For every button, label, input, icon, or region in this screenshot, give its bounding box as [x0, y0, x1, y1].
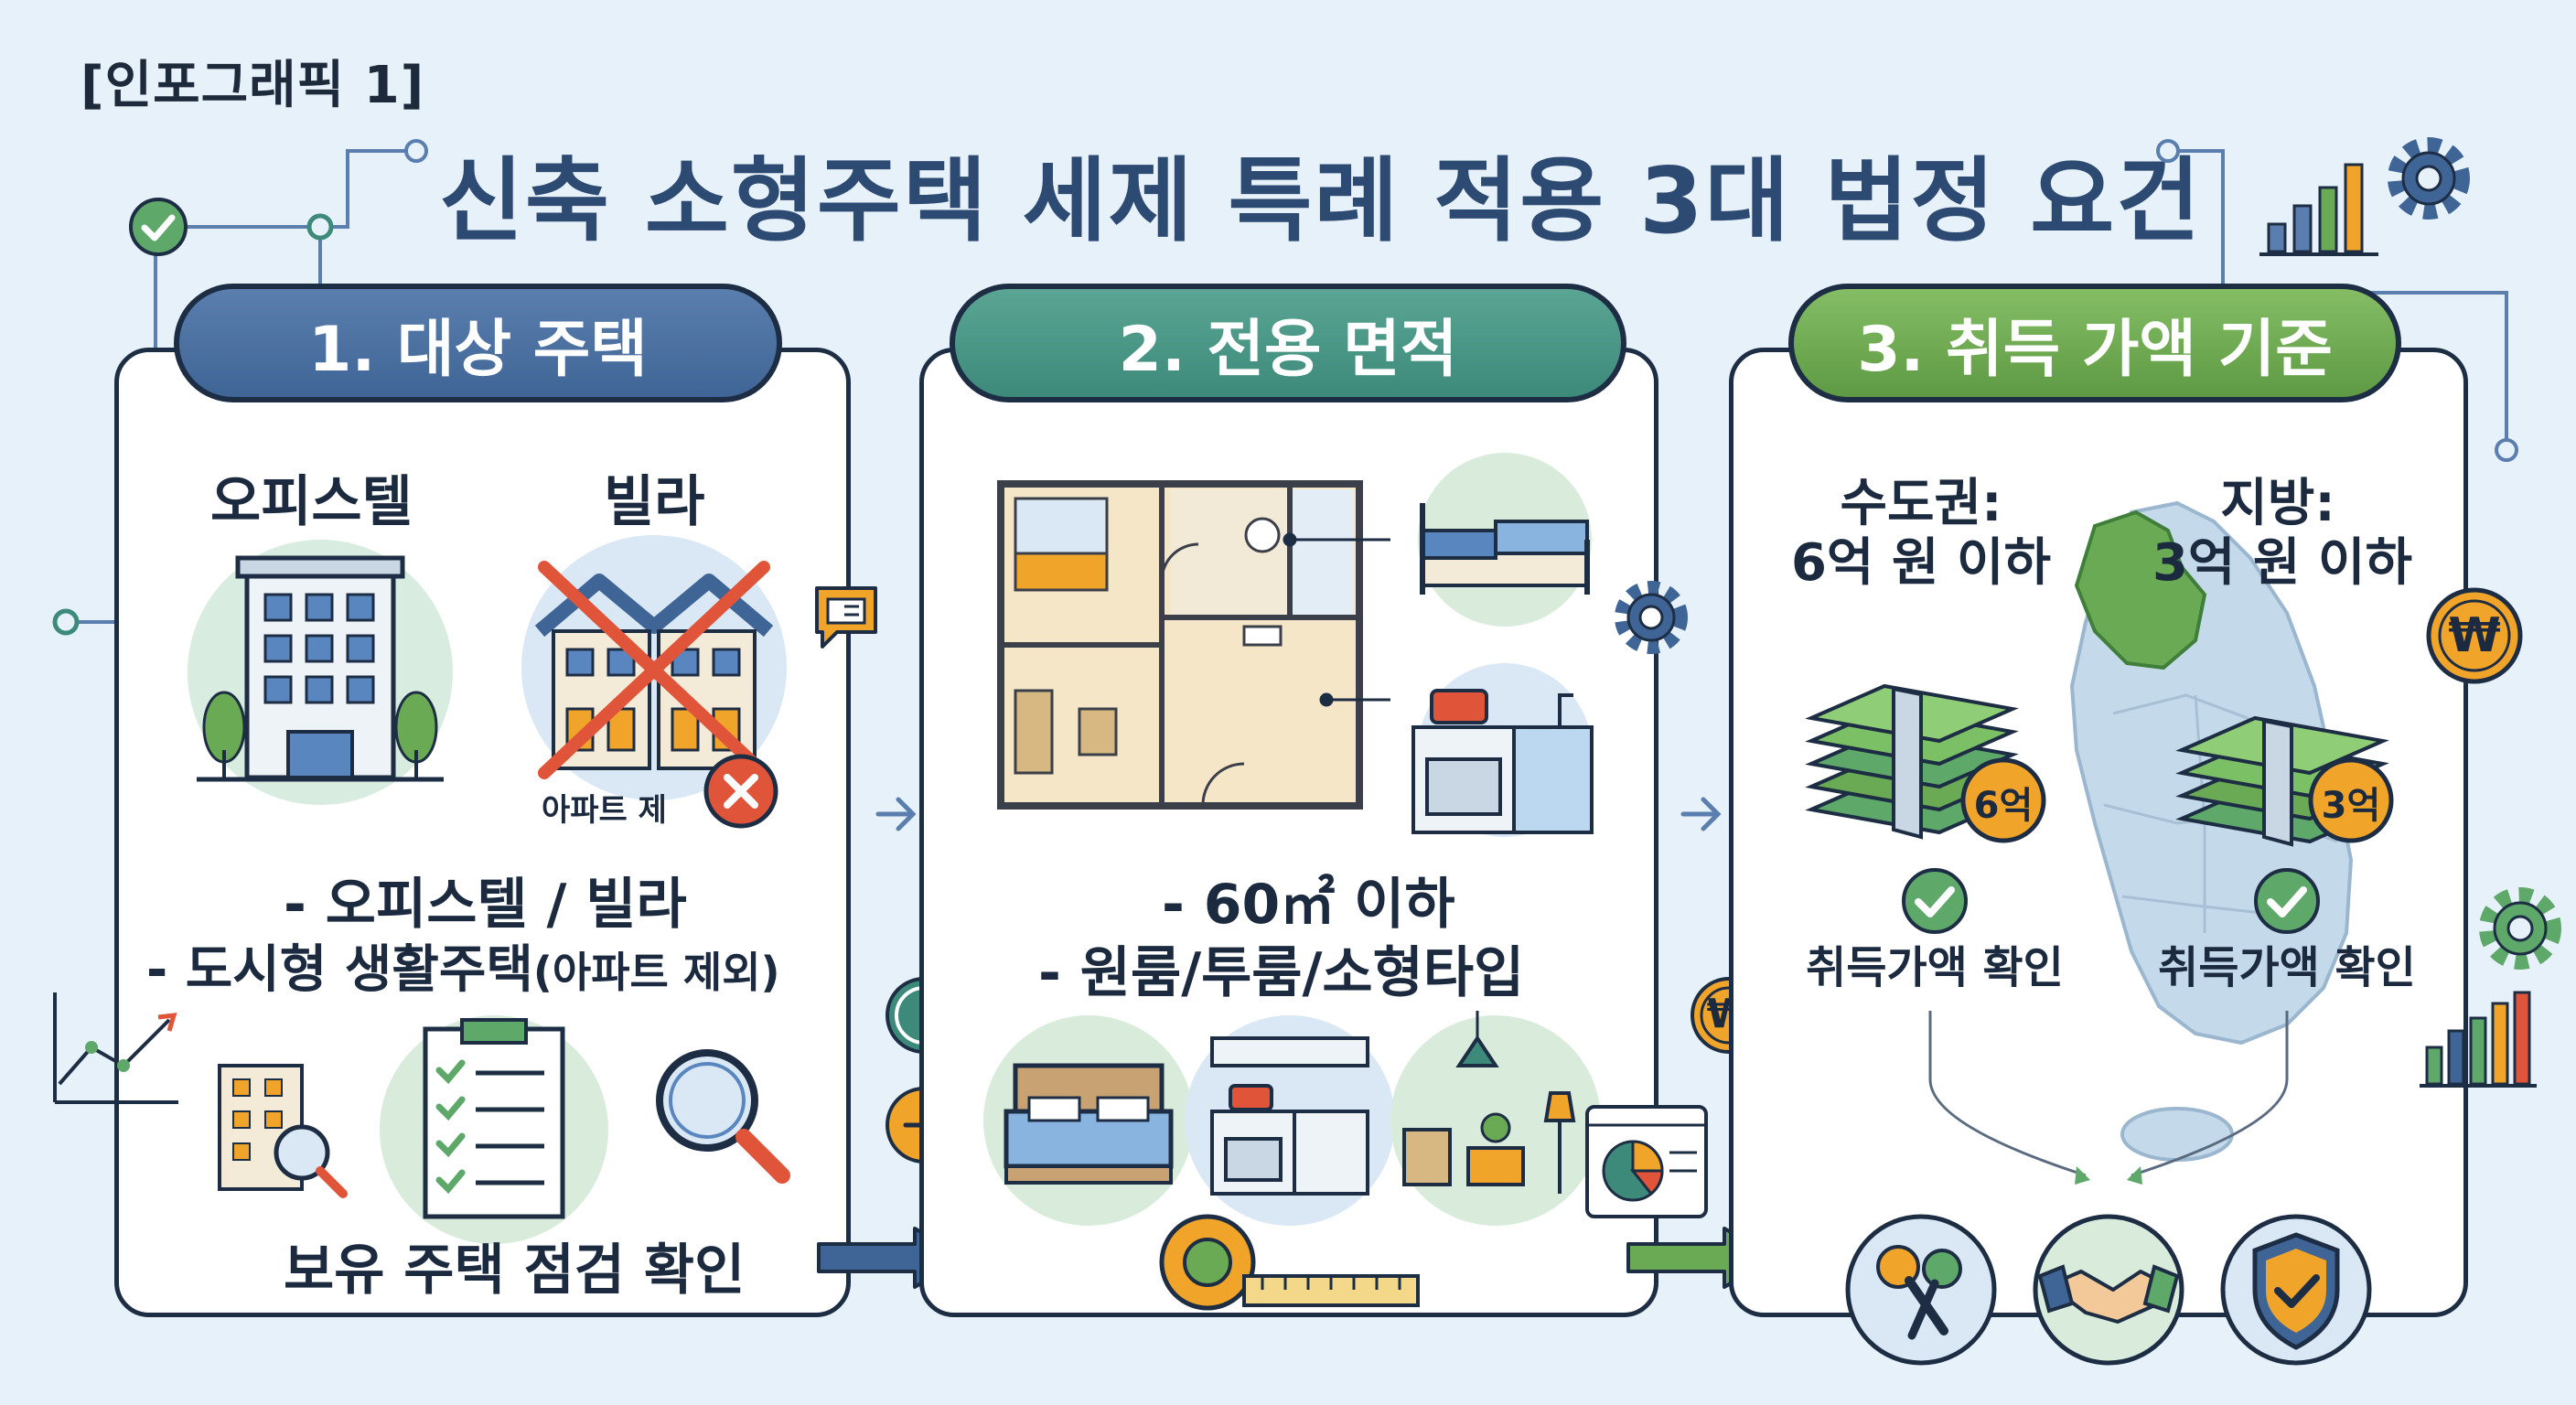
arrow-right-icon [875, 797, 917, 831]
living-room-icon [1390, 1011, 1601, 1226]
pointer-lines [1283, 532, 1390, 707]
villa-crossed-icon [521, 535, 787, 800]
panel2-line1: - 60㎡ 이하 [1162, 873, 1455, 937]
local-region-value: 3억 원 이하 [2152, 533, 2413, 593]
apartment-stamp-label: 아파트 제 [542, 792, 667, 829]
gear-icon [2388, 137, 2470, 220]
bar-chart-icon [2259, 163, 2378, 256]
id-card-bubble-icon [815, 586, 877, 649]
gear-teal-icon [1615, 581, 1688, 654]
panel1-line1: - 오피스텔 / 빌라 [284, 873, 687, 937]
capital-badge: 6억 [1973, 785, 2034, 827]
panel2-line2: - 원룸/투룸/소형타입 [1038, 941, 1525, 1005]
kitchen-icon [1185, 1015, 1395, 1226]
officetel-label: 오피스텔 [210, 470, 413, 534]
dashboard-window-icon [1585, 1105, 1708, 1218]
local-badge: 3억 [2321, 785, 2381, 827]
capital-region-label: 수도권: [1840, 474, 2002, 533]
badge-6-circle [1960, 757, 2046, 843]
bed-icon [983, 1015, 1194, 1226]
bedroom-icon [1418, 453, 1592, 627]
checklist-icon [380, 1015, 608, 1244]
arrow-right-2-icon [1680, 797, 1722, 831]
keys-icon [1845, 1214, 1997, 1366]
converge-arrows [1928, 1011, 2289, 1185]
check-circle-icon [129, 198, 188, 256]
handshake-icon [2033, 1214, 2184, 1366]
officetel-building-icon [188, 540, 453, 805]
magnifier-icon [656, 1049, 790, 1184]
badge-3-circle [2308, 757, 2394, 843]
heading-floor-area: 2. 전용 면적 [950, 284, 1626, 402]
check-capital-icon [1902, 868, 1968, 934]
gear-green-icon [2479, 887, 2561, 970]
heading-acquisition-price: 3. 취득 가액 기준 [1788, 284, 2401, 402]
local-check-label: 취득가액 확인 [2158, 942, 2416, 993]
bar-chart-right-icon [2420, 991, 2537, 1088]
panel1-line2-main: - 도시형 생활주택 [146, 940, 533, 1000]
page-title: 신축 소형주택 세제 특례 적용 3대 법정 요건 [439, 147, 2203, 254]
building-search-icon [218, 1064, 348, 1198]
shield-check-icon [2220, 1214, 2372, 1366]
panel1-line2-note: (아파트 제외) [532, 948, 780, 997]
floor-plan-icon [997, 480, 1363, 810]
infographic-tag: [인포그래픽 1] [80, 56, 425, 115]
check-local-icon [2254, 868, 2320, 934]
panel1-footer: 보유 주택 점검 확인 [284, 1239, 746, 1303]
won-coin-symbol-right: ₩ [2448, 608, 2501, 663]
heading-target-housing: 1. 대상 주택 [174, 284, 782, 402]
tape-measure-icon [1159, 1214, 1420, 1311]
kitchen-stove-icon [1411, 663, 1594, 837]
line-chart-icon [53, 992, 178, 1104]
capital-check-label: 취득가액 확인 [1806, 942, 2064, 993]
villa-label: 빌라 [604, 470, 705, 534]
capital-region-value: 6억 원 이하 [1790, 533, 2052, 593]
panel1-line2: - 도시형 생활주택(아파트 제외) [146, 928, 780, 1003]
local-region-label: 지방: [2220, 474, 2335, 533]
won-coin-right-icon [2426, 587, 2523, 684]
close-circle-icon [703, 754, 778, 829]
